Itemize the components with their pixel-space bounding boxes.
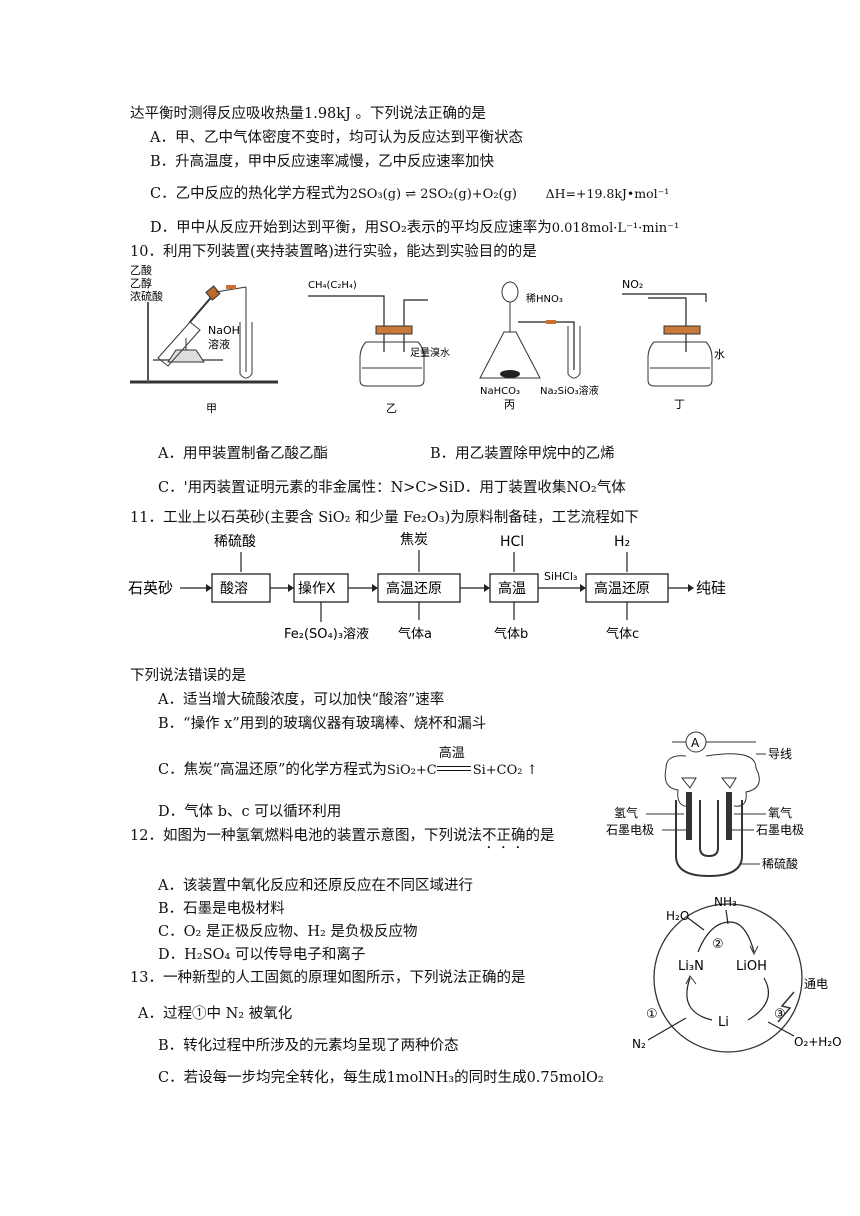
q11-eq-right: Si+CO₂ ↑ — [472, 763, 538, 778]
q11-lead: 下列说法错误的是 — [130, 668, 246, 684]
yi-gas: CH₄(C₂H₄) — [308, 280, 357, 291]
q9-option-b: B．升高温度，甲中反应速率减慢，乙中反应速率加快 — [150, 154, 495, 170]
flow-middle: SiHCl₃ — [544, 570, 577, 583]
cycle-h2o: H₂O — [666, 909, 689, 923]
q9-equation: 2SO₃(g) ⇌ 2SO₂(g)+O₂(g) — [349, 187, 518, 202]
q9-option-c-prefix: C．乙中反应的热化学方程式为 — [150, 186, 350, 202]
q10-apparatus-figure: 乙酸 乙醇 浓硫酸 NaOH 溶液 甲 CH₄(C₂H₄) 足量溴水 乙 稀HN… — [130, 263, 725, 415]
q11-stem: 11．工业上以石英砂(主要含 SiO₂ 和少量 Fe₂O₃)为原料制备硅，工艺流… — [130, 510, 639, 526]
flow-input-hcl: HCl — [500, 534, 524, 550]
cycle-power: 通电 — [804, 977, 828, 991]
yi-reagent: 足量溴水 — [410, 346, 450, 359]
fuel-cell-left-gas: 氢气 — [614, 805, 638, 820]
apparatus-jia: 乙酸 乙醇 浓硫酸 NaOH 溶液 甲 — [130, 263, 278, 415]
fuel-cell-wire: 导线 — [768, 747, 792, 761]
jia-reagent-2: 乙醇 — [130, 276, 152, 290]
cycle-step-1: ① — [646, 1007, 658, 1022]
flow-end: 纯硅 — [696, 579, 726, 597]
label-jia: 甲 — [206, 402, 217, 415]
q11-process-flow: 石英砂 酸溶 稀硫酸 操作X Fe₂(SO₄)₃溶液 高温还原 焦炭 气体a 高… — [128, 532, 726, 642]
flow-step-filter — [293, 573, 349, 603]
flow-output-fe: Fe₂(SO₄)₃溶液 — [284, 627, 369, 642]
flow-step-3: 高温还原 — [386, 580, 442, 597]
cycle-lioh: LiOH — [736, 959, 767, 974]
cycle-n2: N₂ — [632, 1037, 646, 1051]
q12-stem-b: 的是 — [525, 828, 555, 844]
q11-option-b: B．“操作 x”用到的玻璃仪器有玻璃棒、烧杯和漏斗 — [158, 716, 487, 732]
q11-eq-left: SiO₂+C — [386, 763, 437, 778]
q12-fuel-cell-figure: A 导线 氢气 氧气 石墨电极 石墨电极 稀硫酸 — [606, 731, 804, 878]
flow-step-acid — [211, 573, 271, 603]
q13-nitrogen-fixation-figure: NH₃ H₂O Li₃N LiOH Li N₂ 通电 O₂+H₂O ② ① ③ — [632, 895, 842, 1053]
bing-solution: Na₂SiO₃溶液 — [540, 384, 599, 397]
q12-option-c: C．O₂ 是正极反应物、H₂ 是负极反应物 — [158, 924, 418, 940]
jia-reagent-3: 浓硫酸 — [130, 289, 163, 303]
q12-option-d: D．H₂SO₄ 可以传导电子和离子 — [158, 947, 366, 963]
q10-stem: 10．利用下列装置(夹持装置略)进行实验，能达到实验目的的是 — [130, 244, 537, 260]
flow-input-coke: 焦炭 — [400, 532, 428, 548]
q9-option-a: A．甲、乙中气体密度不变时，均可认为反应达到平衡状态 — [150, 130, 523, 146]
bing-salt: NaHCO₃ — [480, 386, 520, 397]
q10-option-a: A．用甲装置制备乙酸乙酯 — [158, 446, 328, 462]
q13-stem: 13．一种新型的人工固氮的原理如图所示，下列说法正确的是 — [130, 970, 526, 986]
label-bing: 丙 — [504, 398, 515, 411]
q9-stem: 达平衡时测得反应吸收热量1.98kJ 。下列说法正确的是 — [130, 106, 486, 122]
flow-step-4: 高温 — [498, 580, 526, 597]
q9-option-d: D．甲中从反应开始到达到平衡，用SO₂表示的平均反应速率为0.018mol·L⁻… — [150, 218, 679, 239]
flow-output-a: 气体a — [398, 626, 432, 642]
ding-gas: NO₂ — [622, 278, 643, 291]
q12-stem: 12．如图为一种氢氧燃料电池的装置示意图，下列说法不正确的是 — [130, 826, 554, 852]
q10-option-cd: C．'用丙装置证明元素的非金属性：N>C>SiD．用丁装置收集NO₂气体 — [158, 480, 626, 496]
cycle-nh3: NH₃ — [714, 895, 737, 909]
label-yi: 乙 — [386, 402, 397, 415]
q11-option-d: D．气体 b、c 可以循环利用 — [158, 804, 342, 820]
q12-option-a: A．该装置中氧化反应和还原反应在不同区域进行 — [158, 878, 473, 894]
flow-step-1: 酸溶 — [220, 581, 248, 597]
flow-input-h2: H₂ — [614, 534, 630, 550]
q11-option-a: A．适当增大硫酸浓度，可以加快“酸溶”速率 — [158, 692, 445, 708]
q13-option-a: A．过程①中 N₂ 被氧化 — [138, 1006, 293, 1022]
fuel-cell-left-electrode: 石墨电极 — [606, 823, 654, 837]
cycle-step-2: ② — [712, 937, 724, 952]
jia-naoh-2: 溶液 — [208, 337, 230, 351]
q10-option-b: B．用乙装置除甲烷中的乙烯 — [430, 446, 615, 462]
flow-output-b: 气体b — [494, 626, 528, 642]
q11-option-c-prefix: C．焦炭“高温还原”的化学方程式为 — [158, 762, 387, 778]
label-ding: 丁 — [674, 398, 685, 411]
q9-option-c: C．乙中反应的热化学方程式为2SO₃(g) ⇌ 2SO₂(g)+O₂(g) ΔH… — [150, 184, 669, 205]
bing-acid: 稀HNO₃ — [526, 292, 563, 305]
q12-stem-emphasis: 不正确 — [481, 828, 526, 844]
cycle-step-3: ③ — [774, 1007, 786, 1022]
cycle-li3n: Li₃N — [678, 959, 704, 974]
flow-step-5: 高温还原 — [594, 580, 650, 597]
jia-reagent-1: 乙酸 — [130, 263, 152, 277]
flow-output-c: 气体c — [606, 626, 639, 642]
cycle-products: O₂+H₂O — [794, 1035, 842, 1049]
flow-step-2: 操作X — [298, 581, 336, 597]
q13-option-c: C．若设每一步均完全转化，每生成1molNH₃的同时生成0.75molO₂ — [158, 1070, 604, 1086]
flow-input-acid: 稀硫酸 — [214, 534, 256, 550]
fuel-cell-right-gas: 氧气 — [768, 805, 792, 820]
fuel-cell-acid: 稀硫酸 — [762, 856, 798, 871]
flow-start: 石英砂 — [128, 579, 173, 597]
q9-enthalpy: ΔH=+19.8kJ•mol⁻¹ — [545, 186, 670, 201]
q13-option-b: B．转化过程中所涉及的元素均呈现了两种价态 — [158, 1038, 459, 1054]
q9-rate: 0.018mol·L⁻¹·min⁻¹ — [551, 221, 680, 236]
q9-option-d-prefix: D．甲中从反应开始到达到平衡，用SO₂表示的平均反应速率为 — [150, 220, 552, 236]
fuel-cell-meter: A — [691, 736, 700, 750]
apparatus-ding: NO₂ 水 丁 — [622, 278, 725, 411]
q11-eq-condition: 高温 — [438, 746, 465, 761]
apparatus-bing: 稀HNO₃ NaHCO₃ Na₂SiO₃溶液 丙 — [479, 281, 599, 411]
cycle-li: Li — [718, 1015, 729, 1030]
q11-eq-arrow: 高温 — [436, 746, 473, 780]
flow-step-heat — [489, 573, 539, 603]
apparatus-yi: CH₄(C₂H₄) 足量溴水 乙 — [308, 280, 450, 415]
q12-stem-a: 12．如图为一种氢氧燃料电池的装置示意图，下列说法 — [130, 828, 482, 844]
ding-water: 水 — [714, 348, 725, 361]
q12-option-b: B．石墨是电极材料 — [158, 901, 285, 917]
jia-naoh-1: NaOH — [208, 324, 240, 337]
fuel-cell-right-electrode: 石墨电极 — [756, 823, 804, 837]
